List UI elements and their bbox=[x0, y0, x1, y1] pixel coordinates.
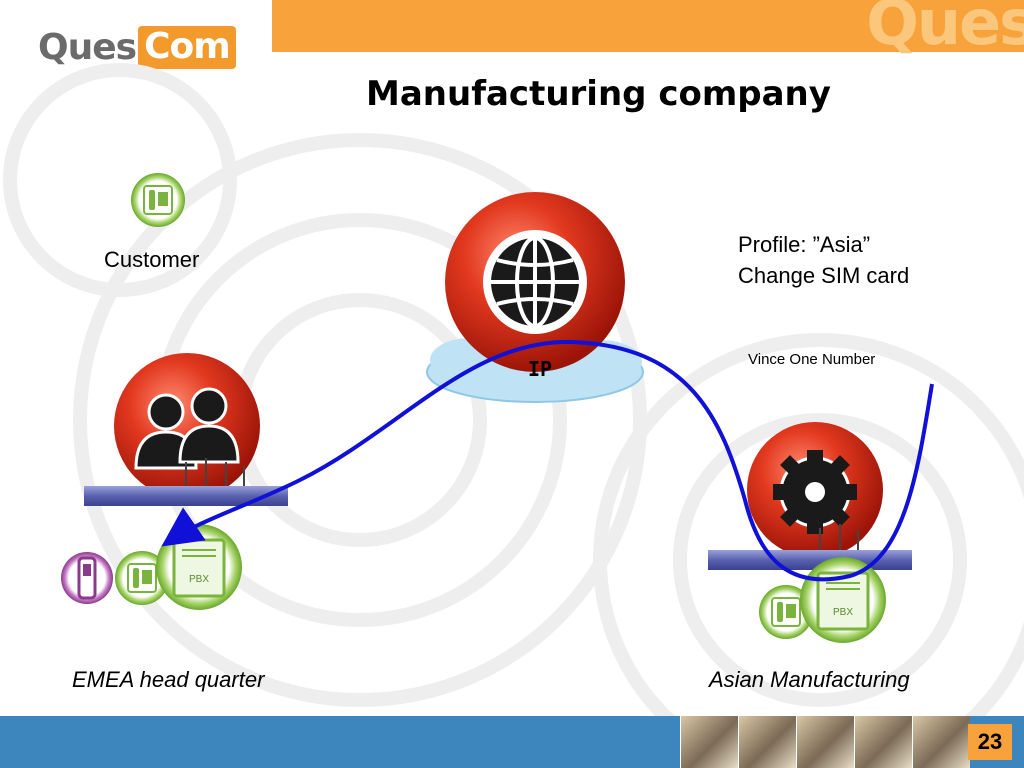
emea-head-quarter-label: EMEA head quarter bbox=[72, 667, 265, 692]
customer-label: Customer bbox=[104, 247, 200, 272]
header-watermark: Ques bbox=[866, 0, 1024, 59]
asian-pbx-icon: PBX bbox=[800, 557, 886, 643]
footer-photo bbox=[680, 716, 738, 768]
users-icon bbox=[114, 353, 260, 499]
emea-phone-icon bbox=[115, 551, 169, 605]
mobile-phone-icon bbox=[61, 552, 113, 604]
change-sim-label: Change SIM card bbox=[738, 263, 910, 288]
footer-photo bbox=[796, 716, 854, 768]
call-flow-arrow bbox=[161, 339, 934, 582]
slide-title: Manufacturing company bbox=[366, 74, 831, 114]
customer-phone-icon bbox=[131, 173, 185, 227]
vince-one-number-label: Vince One Number bbox=[748, 351, 876, 368]
asian-phone-icon bbox=[759, 585, 813, 639]
profile-label: Profile: ”Asia” bbox=[738, 232, 871, 257]
page-number: 23 bbox=[968, 724, 1012, 760]
asian-pbx-label: PBX bbox=[833, 607, 853, 618]
quescom-logo: Ques Com bbox=[38, 22, 236, 72]
footer-photo-strip bbox=[680, 716, 970, 768]
emea-rack bbox=[84, 458, 288, 506]
gear-icon bbox=[747, 422, 883, 558]
globe-icon bbox=[445, 192, 625, 372]
footer-photo bbox=[854, 716, 912, 768]
logo-part-ques: Ques bbox=[38, 26, 137, 68]
header-bar bbox=[272, 0, 1024, 52]
ip-label: IP bbox=[528, 357, 552, 381]
emea-pbx-label: PBX bbox=[189, 574, 209, 585]
logo-part-com: Com bbox=[138, 25, 236, 69]
footer-photo bbox=[738, 716, 796, 768]
asian-manufacturing-label: Asian Manufacturing bbox=[709, 667, 910, 692]
emea-pbx-icon: PBX bbox=[156, 524, 242, 610]
footer-photo bbox=[912, 716, 970, 768]
